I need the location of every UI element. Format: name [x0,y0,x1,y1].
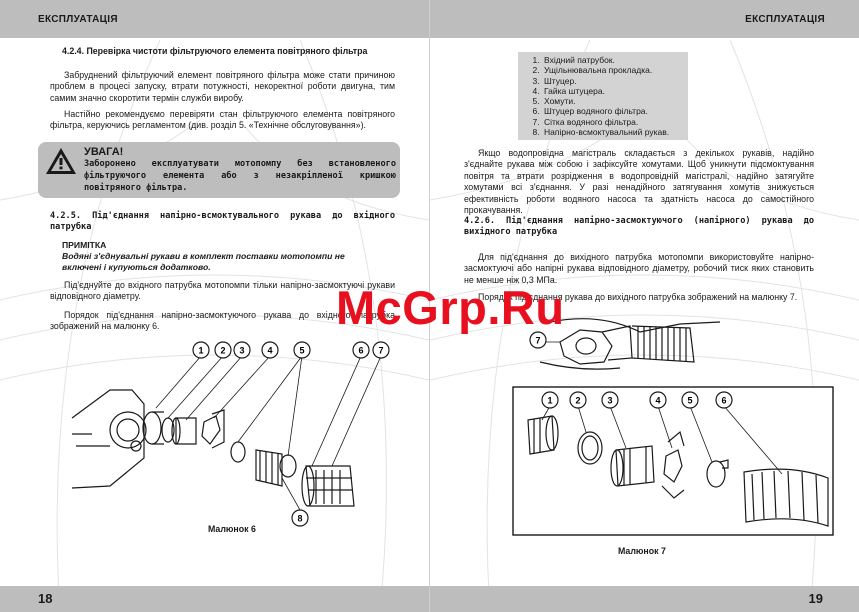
paragraph: Настійно рекомендуємо перевіряти стан фі… [50,109,395,131]
list-item: Штуцер водяного фільтра. [542,106,688,116]
paragraph: Порядок під'єднання рукава до вихідного … [478,292,798,302]
figure-7-detail: 1 2 3 4 5 6 [512,386,834,536]
callout-number: 2 [575,396,580,406]
page-footer: 19 [430,586,859,612]
callout-number: 3 [239,346,244,356]
callout-number: 6 [358,346,363,356]
callout-circle [261,341,279,359]
callout-number: 7 [378,346,383,356]
page-footer: 18 [0,586,429,612]
callout-circle [529,331,547,349]
right-page: ЕКСПЛУАТАЦІЯ Вхідний патрубок. Ущільнюва… [430,0,859,612]
list-item: Ущільнювальна прокладка. [542,65,688,75]
figure-7-caption: Малюнок 7 [618,546,666,556]
header-title: ЕКСПЛУАТАЦІЯ [38,14,118,25]
paragraph: Для під'єднання до вихідного патрубка мо… [464,252,814,285]
callout-number: 6 [721,396,726,406]
header-title: ЕКСПЛУАТАЦІЯ [745,14,825,25]
callout-circle [372,341,390,359]
callout-circle [291,509,309,527]
parts-list: Вхідний патрубок. Ущільнювальна прокладк… [518,52,688,140]
figure-6-callouts: 1 2 3 4 5 6 7 8 [192,341,390,527]
callout-number: 3 [607,396,612,406]
note-label: ПРИМІТКА [62,240,107,250]
left-page: ЕКСПЛУАТАЦІЯ 4.2.4. Перевірка чистоти фі… [0,0,429,612]
section-heading-4-2-5: 4.2.5. Під'єднання напірно-всмоктувально… [50,211,395,233]
warning-text: Заборонено експлуатувати мотопомпу без в… [84,159,396,193]
list-item: Сітка водяного фільтра. [542,117,688,127]
figure-6: 1 2 3 4 5 6 7 8 [71,341,390,527]
callout-circle [601,391,619,409]
callout-number: 5 [687,396,692,406]
callout-circle [352,341,370,359]
list-item: Штуцер. [542,76,688,86]
figure-7-top: 7 [529,318,721,370]
callout-number: 4 [267,346,272,356]
callout-circle [293,341,311,359]
warning-triangle-icon [46,148,76,174]
paragraph: Якщо водопровідна магістраль складається… [464,148,814,216]
callout-circle [192,341,210,359]
figure-6-caption: Малюнок 6 [208,524,256,534]
callout-number: 2 [220,346,225,356]
callout-number: 8 [297,514,302,524]
callout-number: 7 [535,336,540,346]
watermark: McGrp.Ru [336,281,565,334]
section-heading-4-2-6: 4.2.6. Під'єднання напірно-засмоктуючого… [464,216,814,238]
callout-circle [569,391,587,409]
list-item: Гайка штуцера. [542,86,688,96]
page-number: 18 [38,591,53,606]
warning-label: УВАГА! [84,146,124,158]
callout-number: 1 [198,346,203,356]
paragraph: Забруднений фільтруючий елемент повітрян… [50,70,395,103]
paragraph: Порядок під'єднання напірно-засмоктуючог… [50,310,395,332]
page-header: ЕКСПЛУАТАЦІЯ [0,0,429,38]
page-number: 19 [808,591,823,606]
callout-number: 4 [655,396,660,406]
callout-circle [715,391,733,409]
callout-circle [541,391,559,409]
callout-circle [214,341,232,359]
section-heading-4-2-4: 4.2.4. Перевірка чистоти фільтруючого ел… [62,46,368,56]
detail-frame [512,386,834,536]
warning-box [38,142,400,198]
list-item: Вхідний патрубок. [542,55,688,65]
list-item: Хомути. [542,96,688,106]
page-header: ЕКСПЛУАТАЦІЯ [430,0,859,38]
note-text: Водяні з'єднувальні рукави в комплект по… [62,251,345,273]
list-item: Напірно-всмоктувальний рукав. [542,127,688,137]
callout-number: 1 [547,396,552,406]
callout-circle [233,341,251,359]
paragraph: Під'єднуйте до вхідного патрубка мотопом… [50,280,395,302]
callout-circle [681,391,699,409]
callout-circle [649,391,667,409]
callout-number: 5 [299,346,304,356]
book-spine [429,0,430,612]
